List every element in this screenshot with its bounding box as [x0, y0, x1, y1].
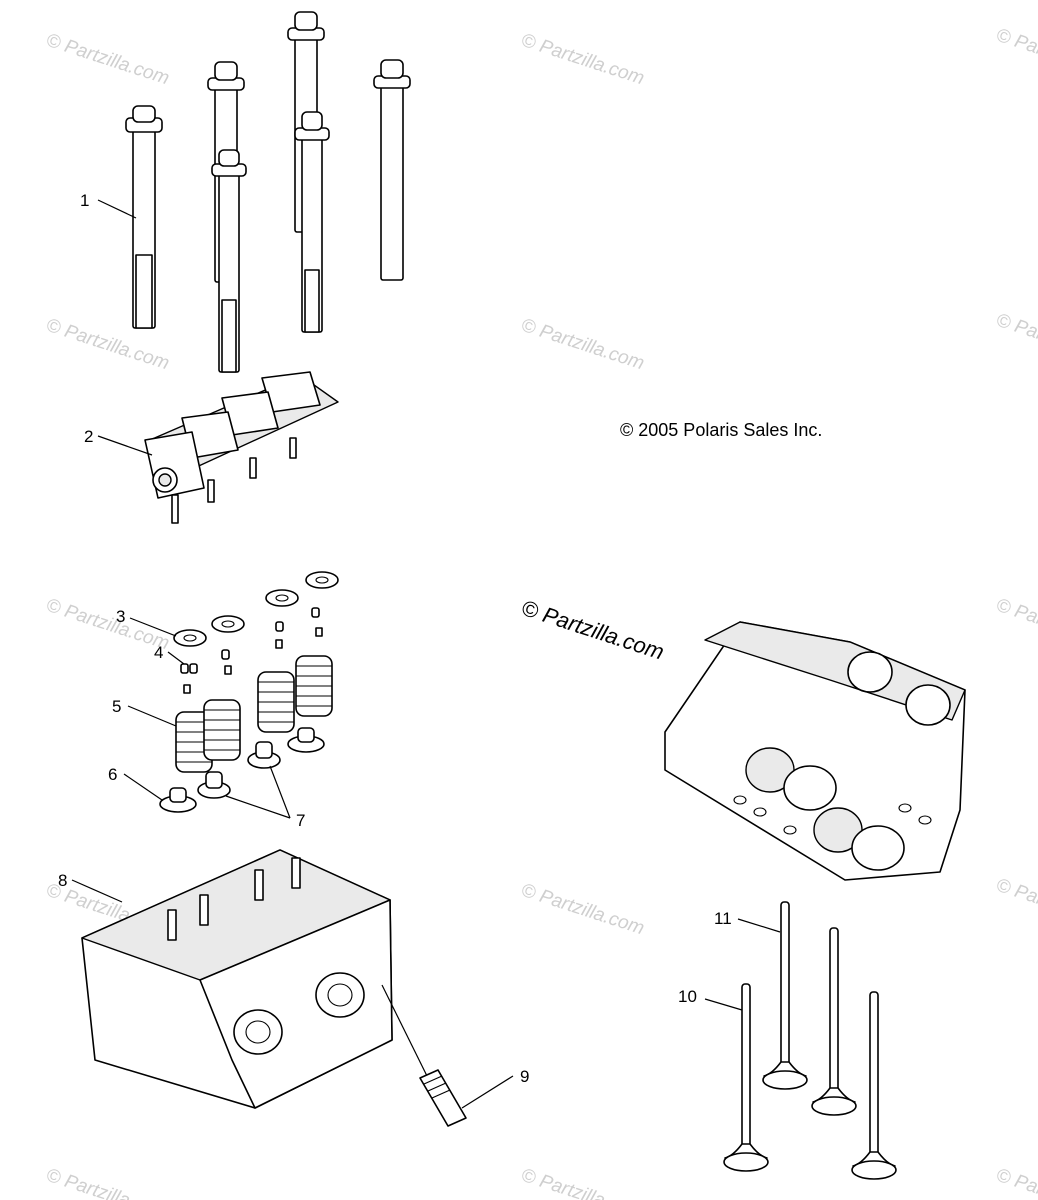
- intake-valve: [851, 991, 897, 1180]
- watermark: © Partzilla.com: [43, 1165, 171, 1200]
- valves: [723, 901, 897, 1180]
- watermark: © Partzilla.com: [518, 30, 646, 90]
- watermark: © Partzilla.com: [993, 310, 1038, 370]
- callout-9: 9: [520, 1067, 529, 1086]
- head-bolt: [211, 149, 247, 373]
- intake-valve: [723, 983, 769, 1172]
- brand-mark: © Partzilla.com: [518, 595, 667, 665]
- callout-3: 3: [116, 607, 125, 626]
- leader-lines: [71, 199, 781, 1109]
- callout-5: 5: [112, 697, 121, 716]
- callout-10: 10: [678, 987, 697, 1006]
- copyright-text: © 2005 Polaris Sales Inc.: [620, 420, 822, 440]
- exhaust-valve: [811, 927, 857, 1116]
- cylinder-head: [81, 849, 393, 1109]
- valve-spring: [203, 699, 241, 761]
- valve-spring: [295, 655, 333, 717]
- watermark: © Partzilla.com: [993, 25, 1038, 85]
- head-bolt: [125, 105, 163, 329]
- head-bolt: [373, 59, 411, 281]
- cylinder-head-bottom-view: [664, 621, 966, 881]
- spring-retainer: [211, 615, 245, 633]
- watermark: © Partzilla.com: [43, 595, 171, 655]
- watermark: © Partzilla.com: [993, 875, 1038, 935]
- callout-2: 2: [84, 427, 93, 446]
- valve-train: [159, 571, 339, 813]
- spring-retainer: [265, 589, 299, 607]
- valve-spring: [257, 671, 295, 733]
- watermark: © Partzilla.com: [993, 595, 1038, 655]
- watermark: © Partzilla.com: [518, 1165, 646, 1200]
- exhaust-valve: [762, 901, 808, 1090]
- callout-7: 7: [296, 811, 305, 830]
- rocker-arm-assembly: [144, 371, 339, 524]
- spring-retainer: [305, 571, 339, 589]
- head-bolts: [125, 11, 411, 373]
- callout-labels: 1 2 3 4 5 6 7 8 9 10 11: [58, 191, 732, 1086]
- watermark: © Partzilla.com: [518, 315, 646, 375]
- watermark: © Partzilla.com: [518, 880, 646, 940]
- callout-1: 1: [80, 191, 89, 210]
- watermark: © Partzilla.com: [993, 1165, 1038, 1200]
- callout-4: 4: [154, 643, 163, 662]
- callout-6: 6: [108, 765, 117, 784]
- head-bolt: [294, 111, 330, 333]
- callout-11: 11: [714, 909, 732, 928]
- spring-retainer: [173, 629, 207, 647]
- dowel-pin: [381, 984, 467, 1127]
- watermark: © Partzilla.com: [43, 30, 171, 90]
- callout-8: 8: [58, 871, 67, 890]
